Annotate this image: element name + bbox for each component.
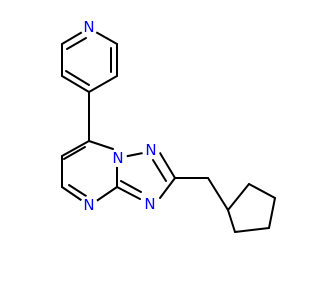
atom-label: N	[83, 18, 94, 36]
atom-background	[142, 141, 160, 159]
atom-background	[80, 196, 98, 214]
bond	[227, 209, 236, 233]
bond	[66, 37, 87, 50]
bond-lines	[61, 30, 276, 233]
atom-n-pyrimidine: N	[80, 196, 98, 214]
bond	[120, 180, 142, 193]
atom-label: N	[145, 141, 156, 159]
atom-background	[141, 195, 159, 213]
atom-background	[109, 149, 127, 167]
bond	[227, 183, 250, 211]
bond	[88, 140, 114, 150]
bond	[63, 146, 86, 160]
bond	[61, 186, 85, 203]
atom-label: N	[112, 149, 123, 167]
atom-label: N	[83, 196, 94, 214]
atom-label: N	[144, 195, 155, 213]
atom-n-triazole-bottom: N	[141, 195, 159, 213]
atom-n-triazole-top: N	[142, 141, 160, 159]
bond	[61, 75, 90, 93]
bond	[268, 197, 276, 229]
molecule-structure: N N N N N	[61, 18, 276, 233]
bond	[88, 75, 118, 93]
bond	[94, 186, 118, 203]
atom-n-pyridine: N	[80, 18, 98, 36]
bond	[61, 30, 85, 45]
bond	[93, 30, 118, 45]
bond	[152, 159, 167, 182]
heteroatom-labels: N N N N N	[80, 18, 160, 214]
atom-n-bridgehead: N	[109, 149, 127, 167]
bond	[159, 177, 176, 199]
bond	[68, 184, 87, 197]
bond	[234, 227, 270, 233]
bond	[116, 186, 141, 200]
atom-background	[80, 18, 98, 36]
bond	[61, 140, 90, 157]
bond	[65, 70, 90, 86]
bond	[248, 183, 276, 199]
bond	[159, 152, 176, 179]
bond	[207, 177, 229, 211]
